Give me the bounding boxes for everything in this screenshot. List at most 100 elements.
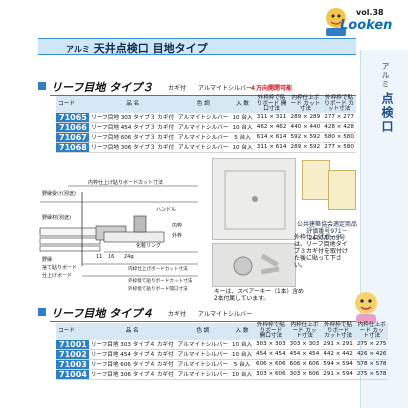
product-color: アルマイトシルバー [175,369,230,380]
table-row: 71002 リーフ目地 454 タイプ４ カギ付 アルマイトシルバー 10 台入… [56,349,389,360]
page-title: アルミ 天井点検口 目地タイプ [66,40,208,56]
diagram-label: 内枠仕上げボードカット寸法 [128,267,188,272]
product-color: アルマイトシルバー [176,112,231,123]
diagram-label: 11 [96,254,103,260]
col-header: コード [56,96,90,113]
section-marker [38,82,46,90]
diagram-label: 野縁 [42,257,53,263]
section-kagi: カギ付 [168,311,187,318]
side-tab-bottom: 点検口 [380,92,394,134]
dim-b: 454 × 454 [287,349,322,360]
dim-b: 592 × 592 [288,132,323,143]
product-qty: 10 台入 [229,369,255,380]
col-header: 内枠仕上ボード カット寸法 [287,322,322,340]
cross-section-diagram: 内枠仕上げ貼りボードカット寸法 野縁受け(別途) 野縁材(別途) 野縁 捨て貼り… [38,176,208,296]
diagram-label: 外枠捨て貼りボードカット寸法 [128,279,193,284]
diagram-label: 24φ [124,254,134,260]
diagram-label: 外枠捨て貼りボード開口寸法 [128,287,188,292]
section-title: リーフ目地 タイプ３ [51,81,154,94]
table-row: 71065 リーフ目地 303 タイプ３ カギ付 アルマイトシルバー 10 台入… [56,112,356,123]
col-header: 外枠枠で貼りボード 開口寸法 [254,95,289,113]
col-header: 入 数 [229,323,255,340]
col-header: 品 名 [89,96,177,113]
diagram-label: 内枠仕上げ貼りボードカット寸法 [88,180,164,186]
table-row: 71003 リーフ目地 606 タイプ４ カギ付 アルマイトシルバー 5 台入 … [56,359,389,370]
dim-a: 303 × 606 [254,369,288,380]
dim-a: 606 × 606 [254,359,288,370]
brand-logo: vol.38 Looken [322,2,406,38]
dim-b: 606 × 606 [287,359,322,370]
product-color: アルマイトシルバー [176,122,231,133]
certificate-doc [302,160,330,200]
dim-a: 462 × 462 [254,122,289,133]
certification-info: 公共建築協会適定商品 評価番号971－2600A005号 [296,221,358,242]
section-color: アルマイトシルバー [198,85,252,92]
col-header: 入 数 [230,96,255,113]
table-row: 71004 リーフ目地 306 タイプ４ カギ付 アルマイトシルバー 10 台入… [56,369,389,380]
product-qty: 10 台入 [229,349,255,360]
diagram-label: 捨て貼りボード [42,265,78,271]
table-row: 71067 リーフ目地 606 タイプ３ カギ付 アルマイトシルバー 5 台入 … [56,132,356,143]
table-row: 71001 リーフ目地 303 タイプ４ カギ付 アルマイトシルバー 10 台入… [56,339,389,350]
diagram-label: 外枠 [172,233,183,239]
title-main: 天井点検口 [93,42,149,55]
type4-spec-table: コード 品 名 色 調 入 数 外枠枠で貼りボード 開口寸法 内枠仕上ボード カ… [56,322,389,380]
product-color: アルマイトシルバー [176,132,231,143]
product-color: アルマイトシルバー [175,339,230,350]
section-type3-header: リーフ目地 タイプ３ カギ付 アルマイトシルバー ４方向開閉可能 [38,80,338,94]
dim-d: 275 × 275 [354,339,389,350]
product-code: 71001 [56,339,89,350]
product-code: 71002 [56,349,89,360]
product-color: アルマイトシルバー [176,142,231,153]
col-header: 色 調 [175,323,230,340]
page-title-bar: アルミ 天井点検口 目地タイプ [38,38,356,55]
table-row: 71066 リーフ目地 454 タイプ３ カギ付 アルマイトシルバー 10 台入… [56,122,356,133]
key-photo [212,243,296,287]
table-header-row: コード 品 名 色 調 入 数 外枠枠で貼りボード 開口寸法 内枠仕上ボード カ… [56,95,356,113]
cert-line1: 公共建築協会適定商品 [296,221,357,228]
dim-d: 578 × 578 [354,359,389,370]
section-color: アルマイトシルバー [198,311,252,318]
dim-c: 277 × 580 [322,142,356,153]
product-name: リーフ目地 306 タイプ４ カギ付 [88,369,176,380]
section-type4-header: リーフ目地 タイプ４ カギ付 アルマイトシルバー [38,306,338,320]
product-qty: 10 台入 [229,339,255,350]
product-photo [212,158,296,240]
caption-line2: 2本付属しています。 [214,296,270,302]
dim-d: 426 × 426 [354,349,389,360]
product-qty: 10 台入 [230,142,255,153]
caption-line1: キーは、スペアーキー（1本）含め [214,289,304,295]
col-header: 品 名 [88,323,176,340]
col-header: 外枠枠で貼りボード カット寸法 [322,95,356,113]
product-name: リーフ目地 454 タイプ３ カギ付 [89,122,177,133]
dim-b: 289 × 592 [288,142,323,153]
section-note: ４方向開閉可能 [250,85,293,92]
dim-b: 289 × 289 [288,112,323,123]
dim-c: 291 × 291 [321,339,355,350]
dim-a: 311 × 311 [254,112,289,123]
product-name: リーフ目地 303 タイプ３ カギ付 [89,112,177,123]
type3-spec-table: コード 品 名 色 調 入 数 外枠枠で貼りボード 開口寸法 内枠仕上ボード カ… [56,95,356,153]
product-qty: 10 台入 [230,122,255,133]
certificate-images [300,156,358,218]
side-tab-top: アルミ [381,62,390,89]
product-qty: 5 台入 [230,132,255,143]
dim-a: 303 × 303 [254,339,288,350]
product-code: 71066 [56,122,90,133]
dim-b: 303 × 303 [287,339,322,350]
dim-a: 614 × 614 [254,132,289,143]
speech-bubble: 外枠仕上げボードは、リーフ目地タイプ３カギ付を取付けた後に貼って下さい。 [294,234,350,269]
section-title: リーフ目地 タイプ４ [51,307,154,320]
table-header-row: コード 品 名 色 調 入 数 外枠枠で貼りボード 開口寸法 内枠仕上ボード カ… [56,322,389,340]
dim-a: 454 × 454 [254,349,288,360]
col-header: 外枠枠で貼りボード カット寸法 [321,322,355,340]
product-qty: 5 台入 [229,359,255,370]
product-name: リーフ目地 303 タイプ４ カギ付 [88,339,176,350]
product-code: 71068 [56,142,90,153]
diagram-label: 野縁受け(別途) [42,191,76,197]
dim-d: 275 × 578 [354,369,389,380]
product-color: アルマイトシルバー [175,359,230,370]
diagram-label: 内枠 [172,223,183,229]
section-underline [50,321,356,322]
dim-b: 440 × 440 [288,122,323,133]
